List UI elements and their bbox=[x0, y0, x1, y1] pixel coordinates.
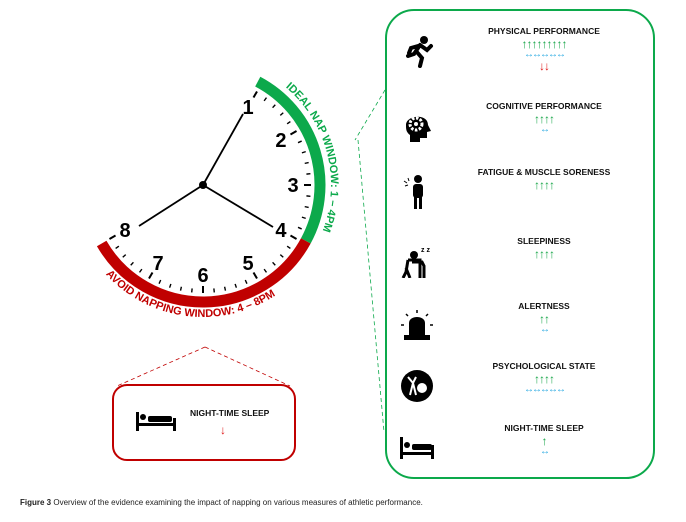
clock-tick bbox=[252, 90, 258, 99]
clock-number: 8 bbox=[119, 220, 130, 242]
avoid-connector-right bbox=[204, 346, 291, 387]
clock-tick bbox=[289, 130, 298, 136]
clock-tick bbox=[138, 268, 143, 273]
psychology-icon bbox=[400, 369, 434, 403]
runner-icon bbox=[400, 34, 434, 68]
clock-tick bbox=[252, 271, 258, 280]
clock-tick bbox=[301, 216, 306, 220]
increase-arrows: ↑ bbox=[541, 434, 548, 448]
evidence-title: COGNITIVE PERFORMANCE bbox=[486, 101, 602, 111]
decrease-arrows: ↓↓ bbox=[539, 59, 550, 73]
figure-caption: Figure 3 Overview of the evidence examin… bbox=[20, 498, 423, 507]
minute-hand bbox=[138, 184, 204, 227]
evidence-item: NIGHT-TIME SLEEP↑↔ bbox=[386, 423, 654, 483]
evidence-item: PSYCHOLOGICAL STATE↑↑↑↑↔↔↔↔↔ bbox=[386, 361, 654, 421]
sore-person-icon bbox=[400, 175, 434, 209]
clock-tick bbox=[148, 271, 154, 280]
ideal-connector-top bbox=[354, 89, 386, 141]
clock-tick bbox=[286, 120, 291, 125]
siren-icon bbox=[400, 309, 434, 343]
caption-text: Overview of the evidence examining the i… bbox=[51, 498, 423, 507]
decrease-arrow: ↓ bbox=[220, 423, 226, 437]
increase-arrows: ↑↑↑↑ bbox=[534, 372, 555, 386]
clock-number: 7 bbox=[152, 253, 163, 275]
clock-number: 6 bbox=[197, 265, 208, 287]
increase-arrows: ↑↑↑↑ bbox=[534, 112, 555, 126]
clock-tick bbox=[263, 268, 268, 273]
clock-number: 3 bbox=[287, 175, 298, 197]
clock-number: 2 bbox=[275, 130, 286, 152]
clock-ticks bbox=[108, 90, 311, 293]
ideal-nap-arc bbox=[255, 76, 326, 244]
brain-gear-icon bbox=[400, 109, 434, 143]
evidence-item: COGNITIVE PERFORMANCE↑↑↑↑↔ bbox=[386, 101, 654, 161]
clock-center bbox=[199, 181, 207, 189]
second-hand bbox=[202, 184, 274, 228]
clock-tick bbox=[122, 254, 127, 258]
clock-number: 1 bbox=[242, 97, 253, 119]
avoid-box bbox=[112, 384, 296, 461]
bed-icon bbox=[400, 431, 434, 465]
clock-tick bbox=[279, 254, 284, 258]
evidence-item: ALERTNESS↑↑↔ bbox=[386, 301, 654, 361]
avoid-connector-left bbox=[116, 346, 206, 387]
evidence-title: PHYSICAL PERFORMANCE bbox=[488, 26, 600, 36]
clock-numbers: 12 3 45 6 78 bbox=[119, 97, 298, 287]
evidence-item: PHYSICAL PERFORMANCE↑↑↑↑↑↑↑↑↑↔↔↔↔↔↓↓ bbox=[386, 26, 654, 86]
clock-tick bbox=[108, 234, 117, 240]
ideal-connector-bottom bbox=[357, 139, 385, 433]
clock-tick bbox=[130, 261, 134, 266]
ideal-evidence-box bbox=[385, 9, 655, 479]
clock-tick bbox=[286, 245, 291, 250]
clock-tick bbox=[297, 140, 302, 144]
no-change-arrows: ↔ bbox=[540, 124, 550, 135]
evidence-item: z z SLEEPINESS↑↑↑↑ bbox=[386, 236, 654, 296]
clock-tick bbox=[301, 150, 306, 154]
clock-tick bbox=[272, 104, 276, 109]
avoid-box-title: NIGHT-TIME SLEEP bbox=[190, 408, 270, 418]
clock-number: 5 bbox=[242, 253, 253, 275]
clock-tick bbox=[234, 283, 238, 288]
increase-arrows: ↑↑↑↑↑↑↑↑↑ bbox=[521, 37, 568, 51]
sleepy-person-icon: z z bbox=[400, 244, 434, 279]
evidence-title: SLEEPINESS bbox=[517, 236, 571, 246]
evidence-title: FATIGUE & MUSCLE SORENESS bbox=[477, 167, 611, 177]
no-change-arrows: ↔↔↔↔↔ bbox=[524, 49, 566, 60]
clock-tick bbox=[168, 283, 172, 288]
bed-icon bbox=[136, 412, 176, 431]
svg-text:z z: z z bbox=[421, 247, 430, 254]
avoid-nap-arc bbox=[96, 238, 311, 308]
clock-tick bbox=[244, 279, 248, 284]
no-change-arrows: ↔ bbox=[540, 446, 550, 457]
clock-tick bbox=[263, 97, 268, 102]
clock-tick bbox=[304, 161, 309, 165]
increase-arrows: ↑↑ bbox=[539, 312, 550, 326]
clock-number: 4 bbox=[275, 220, 287, 242]
evidence-title: NIGHT-TIME SLEEP bbox=[504, 423, 584, 433]
no-change-arrows: ↔↔↔↔↔ bbox=[524, 384, 566, 395]
caption-label: Figure 3 bbox=[20, 498, 52, 507]
increase-arrows: ↑↑↑↑ bbox=[534, 247, 555, 261]
evidence-title: ALERTNESS bbox=[518, 301, 570, 311]
clock-tick bbox=[179, 286, 183, 291]
clock-tick bbox=[304, 205, 309, 209]
hour-hand bbox=[202, 113, 244, 186]
no-change-arrows: ↔ bbox=[540, 324, 550, 335]
clock-tick bbox=[223, 286, 227, 291]
evidence-title: PSYCHOLOGICAL STATE bbox=[492, 361, 596, 371]
increase-arrows: ↑↑↑↑ bbox=[534, 178, 555, 192]
clock-tick bbox=[289, 234, 298, 240]
clock-tick bbox=[158, 279, 162, 284]
clock-tick bbox=[272, 261, 276, 266]
clock-tick bbox=[297, 226, 302, 230]
clock-tick bbox=[115, 245, 120, 250]
evidence-item: FATIGUE & MUSCLE SORENESS↑↑↑↑ bbox=[386, 167, 654, 227]
clock-tick bbox=[279, 112, 284, 116]
